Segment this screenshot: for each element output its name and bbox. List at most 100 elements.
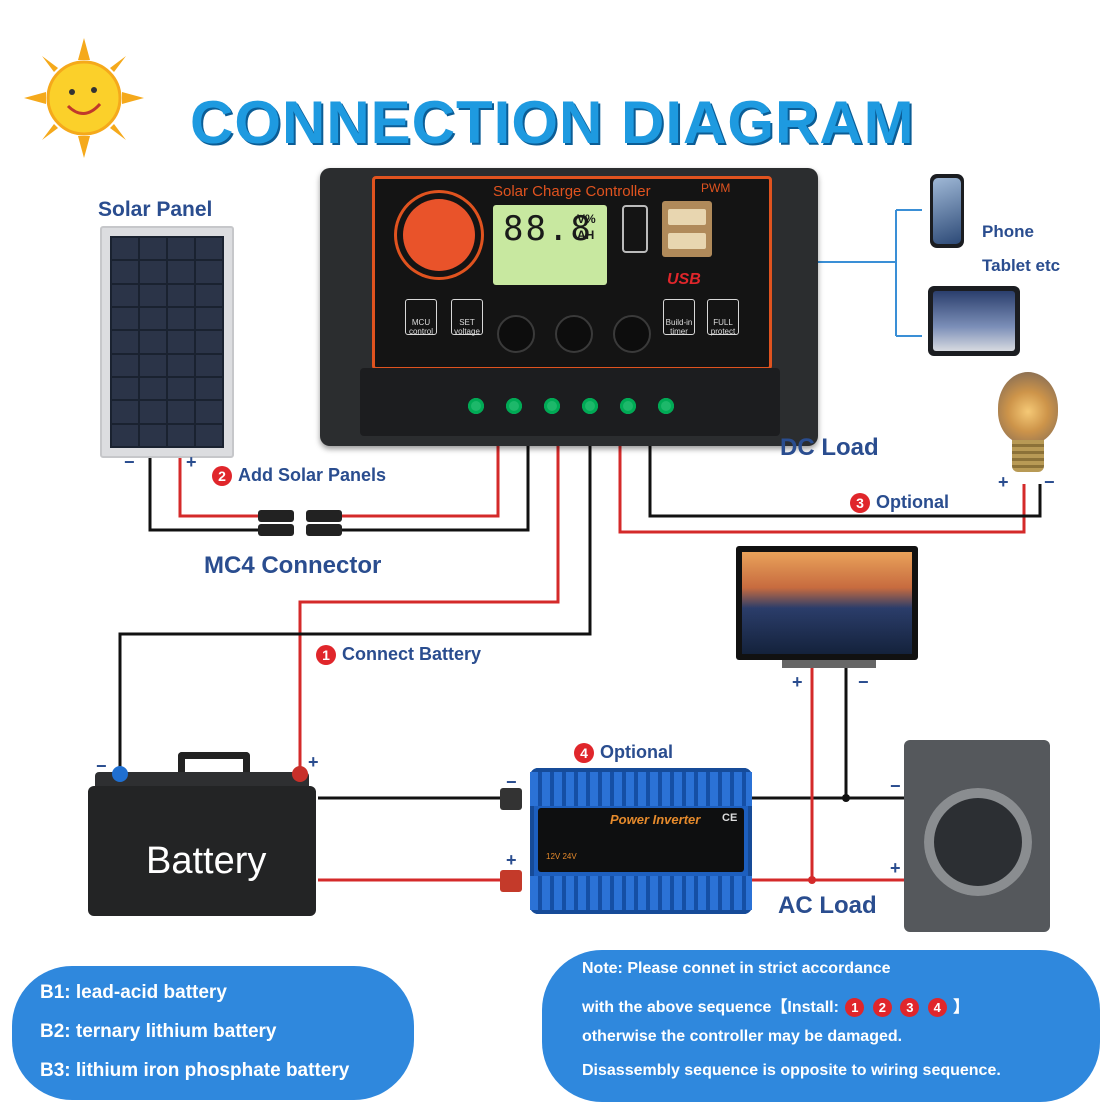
inverter-negative-terminal [500, 788, 522, 810]
controller-mode: PWM [701, 181, 731, 195]
controller-title: Solar Charge Controller [493, 183, 651, 200]
step-text: Optional [600, 742, 673, 762]
ac-minus-sign: − [890, 776, 901, 796]
inverter-face: Power Inverter CE 12V 24V [538, 808, 744, 872]
dc-plus-sign: + [998, 472, 1009, 492]
terminal-screw [582, 398, 598, 414]
down-button[interactable] [613, 315, 651, 353]
wire-mc4-to-ctrl-negative [340, 446, 530, 532]
battery-handle [178, 752, 250, 785]
menu-button[interactable] [497, 315, 535, 353]
light-bulb-icon [998, 372, 1058, 444]
tv-stand [782, 660, 876, 668]
mcu-control-label: MCU control [408, 318, 433, 336]
wiring-note-panel: Note: Please connet in strict accordance… [542, 950, 1100, 1102]
sun-dial-icon [403, 199, 475, 271]
note-line-2-prefix: with the above sequence【Install: [582, 999, 839, 1016]
solar-panel-label: Solar Panel [98, 198, 213, 221]
battery-type-b2: B2: ternary lithium battery [40, 1021, 277, 1042]
usb-label: USB [667, 271, 701, 288]
note-line-2: with the above sequence【Install: 1 2 3 4… [582, 993, 970, 1018]
bulb-base [1012, 440, 1044, 472]
lcd-unit-voltage: V% [577, 212, 596, 226]
tv-plus-sign: + [792, 672, 803, 692]
terminal-block [360, 368, 780, 436]
wire-solar-positive [178, 458, 260, 518]
phone-icon [930, 174, 964, 248]
full-protect-label: FULL protect [710, 318, 736, 336]
mc4-connector-label: MC4 Connector [204, 552, 382, 579]
ac-plus-sign: + [890, 858, 901, 878]
mc4-connector-icon [258, 510, 342, 536]
ac-load-label: AC Load [778, 892, 877, 919]
note-step-3: 3 [900, 998, 920, 1018]
tv-minus-sign: − [858, 672, 869, 692]
set-voltage-icon: SET voltage [451, 299, 483, 336]
step-add-solar: 2 Add Solar Panels [212, 465, 386, 486]
tablet-label: Tablet etc [982, 256, 1061, 275]
lcd-unit-ah: AH [577, 228, 595, 242]
ce-mark: CE [722, 812, 738, 824]
step-text: Optional [876, 492, 949, 512]
battery-types-panel: B1: lead-acid battery B2: ternary lithiu… [12, 966, 414, 1100]
controller-panel: Solar Charge Controller PWM 88.8 V% AH U… [372, 176, 772, 370]
inverter-positive-terminal [500, 870, 522, 892]
washing-machine-icon [904, 740, 1050, 932]
inverter-name: Power Inverter [610, 812, 701, 827]
wire-mc4-to-ctrl-positive [340, 446, 500, 518]
wire-battery-positive [298, 446, 560, 770]
battery-positive-post [292, 766, 308, 782]
step-optional-dc: 3 Optional [850, 492, 949, 513]
dc-load-label: DC Load [780, 434, 879, 461]
diagram-title: CONNECTION DIAGRAM [190, 89, 915, 156]
terminal-screw [506, 398, 522, 414]
battery-negative-post [112, 766, 128, 782]
usb-ports [662, 201, 712, 257]
note-step-4: 4 [927, 998, 947, 1018]
power-inverter: Power Inverter CE 12V 24V [530, 768, 752, 914]
set-voltage-label: SET voltage [454, 318, 480, 336]
charge-controller: Solar Charge Controller PWM 88.8 V% AH U… [320, 168, 818, 446]
terminal-screw [468, 398, 484, 414]
up-button[interactable] [555, 315, 593, 353]
inverter-plus-sign: + [506, 850, 517, 870]
tv-icon [736, 546, 918, 660]
inverter-voltage-tags: 12V 24V [546, 852, 577, 861]
battery [88, 786, 316, 916]
phone-label: Phone [982, 222, 1034, 241]
note-line-1: Note: Please connet in strict accordance [582, 960, 891, 977]
solar-minus-sign: − [124, 452, 135, 472]
step-text: Connect Battery [342, 644, 482, 664]
solar-plus-sign: + [186, 452, 197, 472]
battery-plus-sign: + [308, 752, 319, 772]
lcd-value: 88.8 [503, 209, 593, 249]
battery-type-b3: B3: lithium iron phosphate battery [40, 1060, 350, 1081]
mcu-control-icon: MCU control [405, 299, 437, 336]
terminal-screw [658, 398, 674, 414]
wire-solar-negative [148, 458, 260, 532]
inverter-minus-sign: − [506, 772, 517, 792]
timer-label: Build-in timer [665, 318, 693, 336]
step-number: 4 [574, 742, 594, 763]
note-line-3: otherwise the controller may be damaged. [582, 1028, 903, 1045]
solar-panel [100, 226, 234, 458]
phone-outline-icon [622, 205, 648, 253]
step-connect-battery: 1 Connect Battery [316, 644, 481, 665]
sun-icon [24, 38, 144, 158]
step-text: Add Solar Panels [238, 465, 387, 485]
lock-icon: FULL protect [707, 299, 739, 336]
lcd-units: V% AH [577, 211, 596, 243]
battery-minus-sign: − [96, 756, 107, 776]
note-line-2-suffix: 】 [953, 999, 970, 1016]
dc-minus-sign: − [1044, 472, 1055, 492]
note-line-4: Disassembly sequence is opposite to wiri… [582, 1062, 1001, 1079]
timer-icon: Build-in timer [663, 299, 695, 336]
lcd-display: 88.8 V% AH [493, 205, 607, 285]
wire-dc-positive [618, 446, 1026, 534]
battery-type-b1: B1: lead-acid battery [40, 982, 227, 1003]
tablet-icon [928, 286, 1020, 356]
step-number: 1 [316, 644, 336, 665]
step-number: 3 [850, 492, 870, 513]
note-step-1: 1 [845, 998, 865, 1018]
